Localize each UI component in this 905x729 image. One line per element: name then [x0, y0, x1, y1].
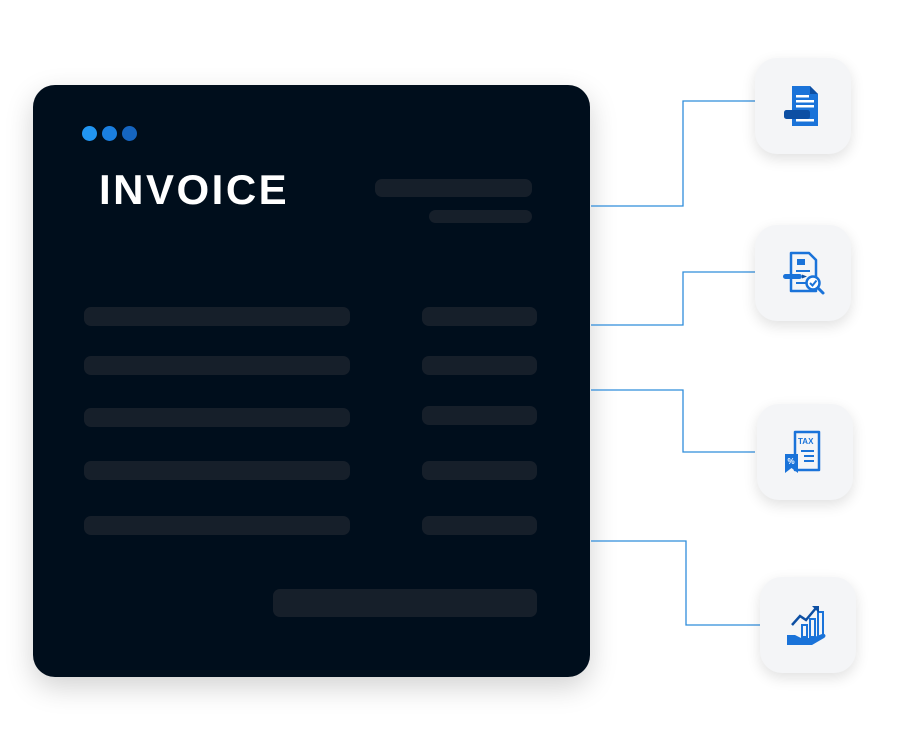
line-item-amount-bar [422, 406, 537, 425]
svg-text:TAX: TAX [798, 437, 814, 446]
document-search-icon [783, 251, 825, 295]
window-dot-1 [82, 126, 97, 141]
connector-line [591, 271, 755, 326]
invoice-title: INVOICE [99, 166, 290, 213]
line-item-label-bar [84, 461, 350, 480]
line-item-label-bar [84, 356, 350, 375]
line-item-label-bar [84, 408, 350, 427]
invoice-card: INVOICE [33, 85, 590, 677]
header-placeholder-bar [375, 179, 532, 197]
total-placeholder-bar [273, 589, 537, 617]
line-item-label-bar [84, 307, 350, 326]
growth-chart-hand-icon [787, 606, 826, 645]
tax-document-icon: TAX % [785, 430, 821, 473]
feature-tile-document[interactable] [755, 58, 851, 154]
svg-text:%: % [788, 457, 795, 466]
line-item-amount-bar [422, 461, 537, 480]
window-dot-2 [102, 126, 117, 141]
connector-line [591, 540, 760, 626]
header-placeholder-bar [429, 210, 532, 223]
connector-line [591, 389, 755, 453]
connector-line [591, 100, 755, 207]
line-item-amount-bar [422, 307, 537, 326]
line-item-amount-bar [422, 516, 537, 535]
window-dot-3 [122, 126, 137, 141]
feature-tile-tax[interactable]: TAX % [757, 404, 853, 500]
line-item-amount-bar [422, 356, 537, 375]
feature-tile-document-review[interactable] [755, 225, 851, 321]
document-icon [784, 86, 818, 126]
line-item-label-bar [84, 516, 350, 535]
feature-tile-growth[interactable] [760, 577, 856, 673]
